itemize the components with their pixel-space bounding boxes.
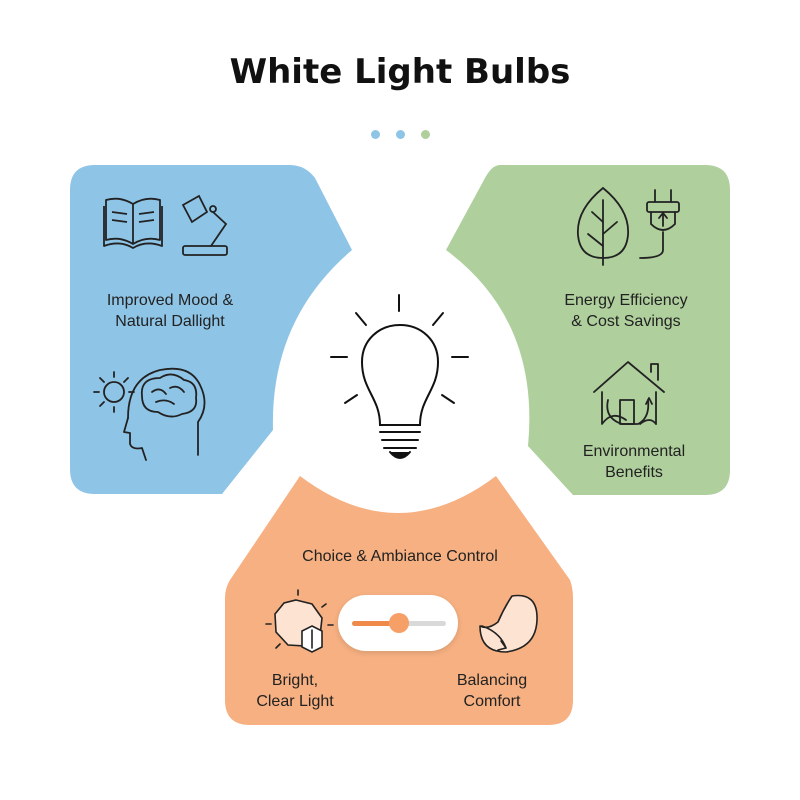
slider-knob[interactable] bbox=[389, 613, 409, 633]
bright-light-icon bbox=[265, 589, 334, 653]
ambiance-slider[interactable] bbox=[338, 595, 458, 651]
dot-3[interactable] bbox=[420, 130, 430, 139]
panel-left bbox=[70, 165, 352, 494]
desk-lamp-icon bbox=[181, 194, 228, 256]
slider-fill bbox=[352, 621, 399, 626]
label-mood: Improved Mood & Natural Dallight bbox=[106, 292, 234, 330]
brain-head-icon bbox=[123, 367, 206, 461]
label-energy: Energy Efficiency & Cost Savings bbox=[564, 292, 688, 330]
page-title: White Light Bulbs bbox=[229, 52, 571, 92]
dot-1[interactable] bbox=[370, 130, 380, 139]
comfort-icon bbox=[479, 594, 538, 653]
label-choice-heading: Choice & Ambiance Control bbox=[302, 548, 498, 565]
leaf-icon bbox=[577, 186, 629, 266]
label-comfort: Balancing Comfort bbox=[456, 672, 528, 710]
book-icon bbox=[103, 197, 163, 249]
dot-2[interactable] bbox=[395, 130, 405, 139]
light-bulb-icon bbox=[330, 294, 469, 459]
panel-right bbox=[446, 165, 730, 495]
label-environment: Environmental Benefits bbox=[582, 443, 686, 481]
eco-house-icon bbox=[593, 361, 665, 425]
label-bright: Bright, Clear Light bbox=[256, 672, 334, 710]
plug-icon bbox=[639, 189, 680, 259]
pagination-dots bbox=[0, 130, 800, 139]
sun-icon bbox=[93, 371, 135, 413]
